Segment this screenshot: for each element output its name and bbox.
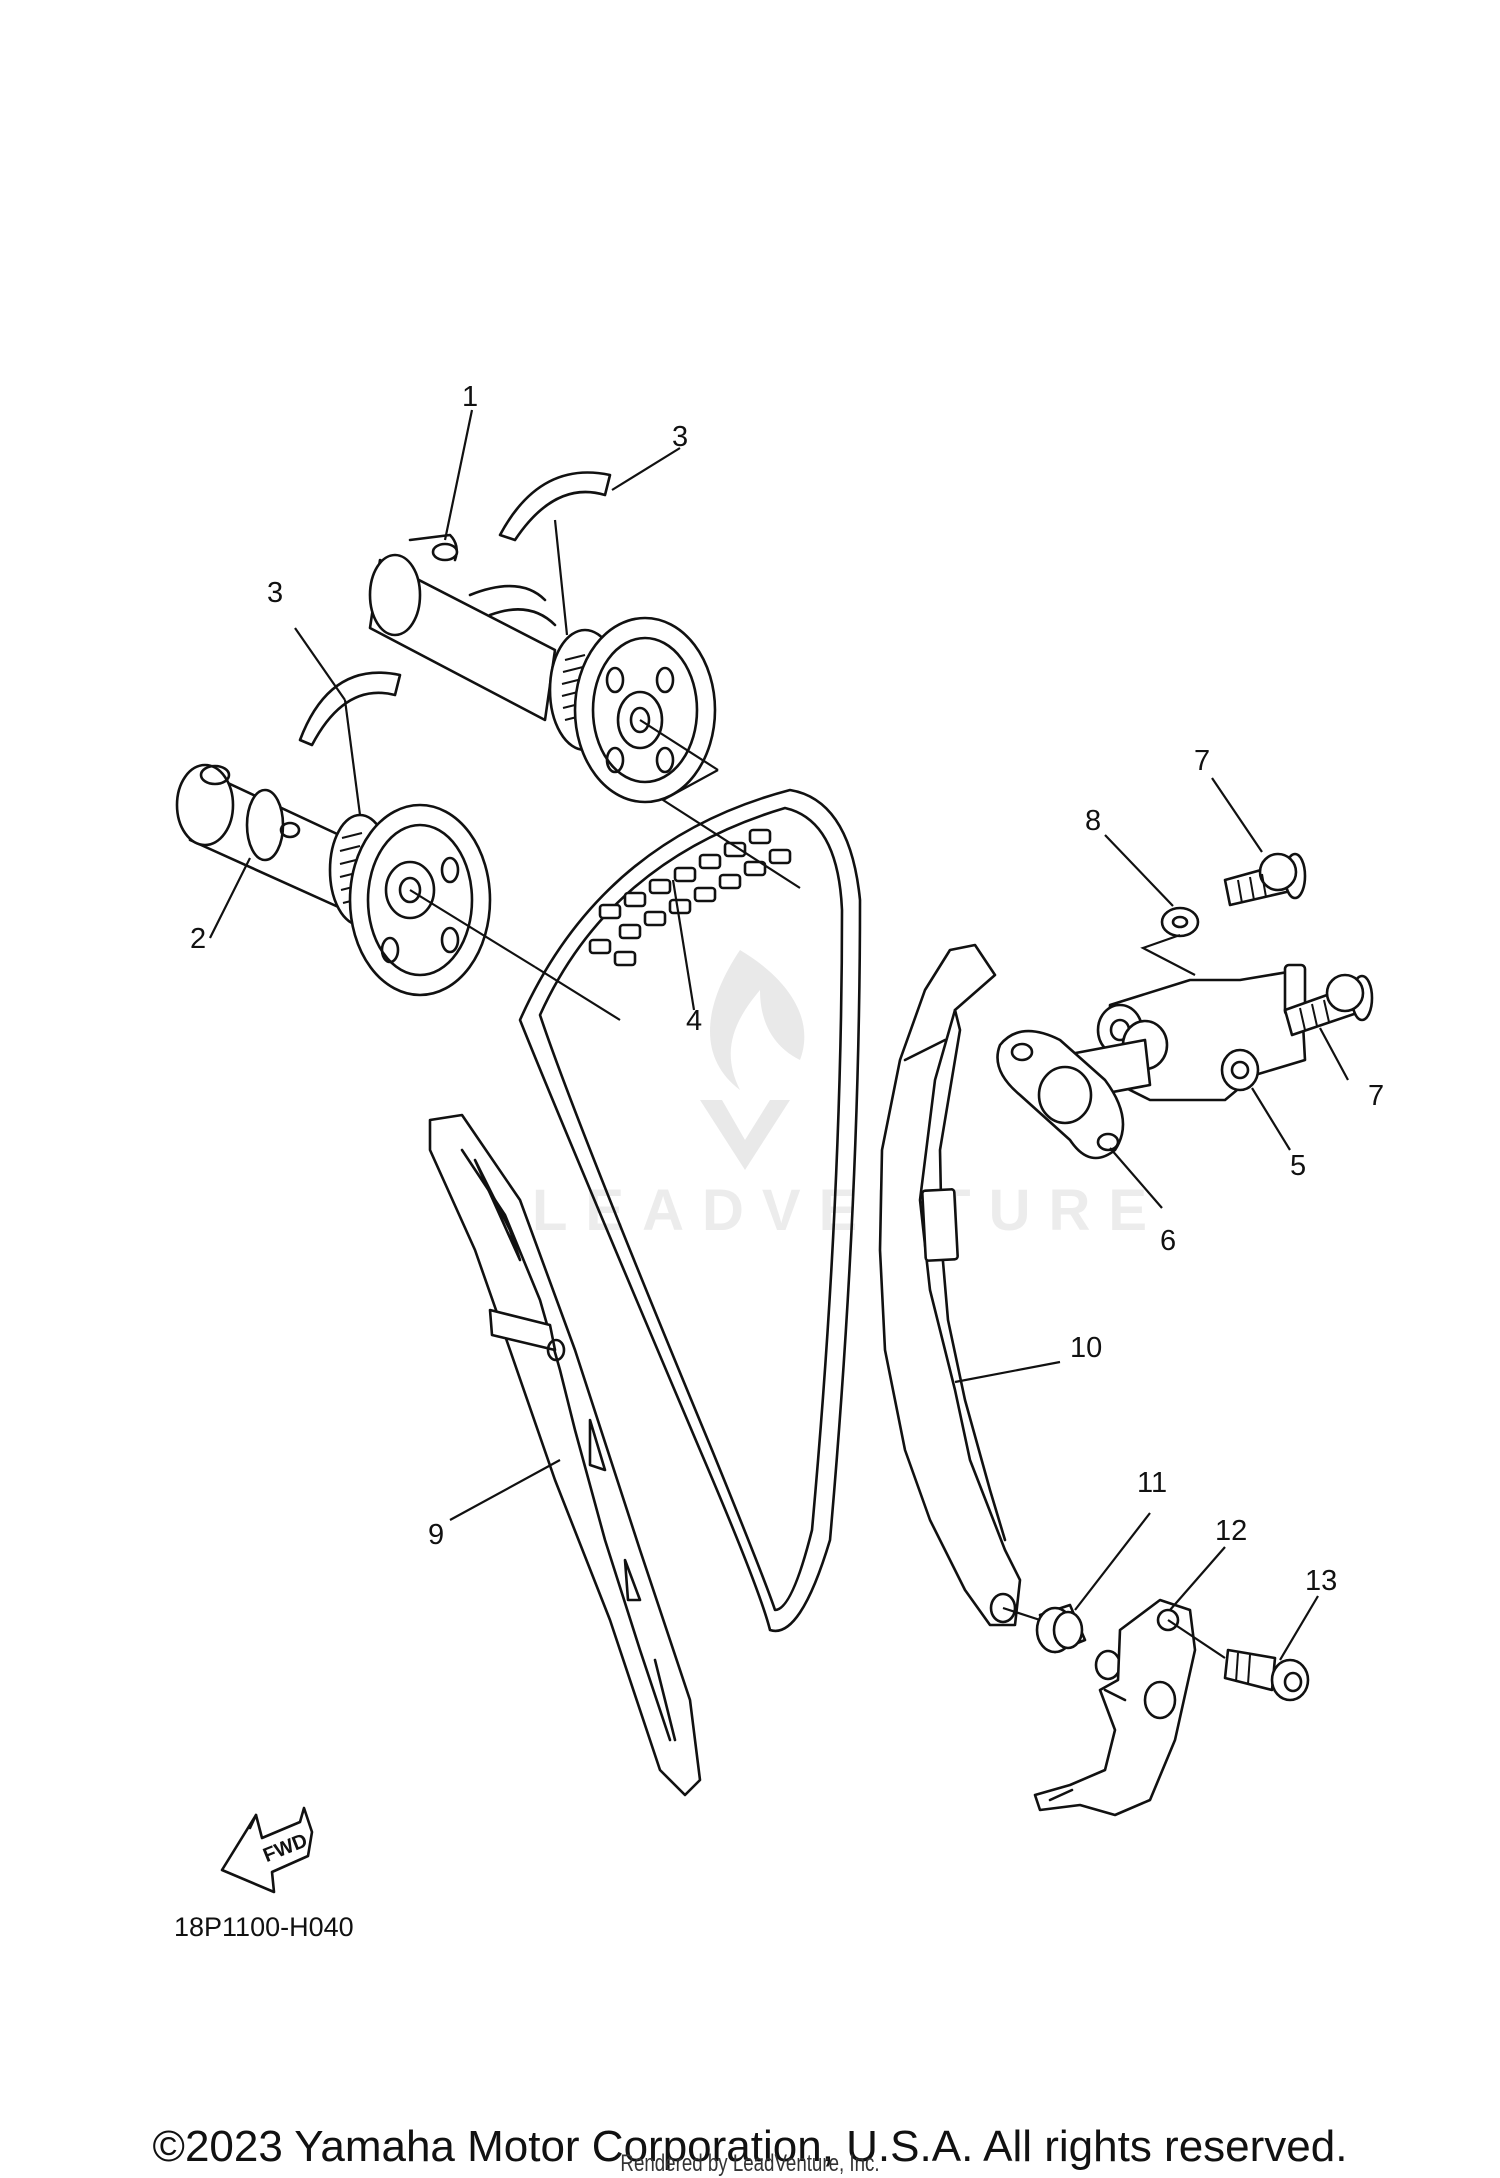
rendered-by-text: Rendered by LeadVenture, Inc. (620, 2150, 880, 2177)
part-3-clip-upper (498, 471, 612, 542)
fwd-arrow-icon: FWD (220, 1806, 314, 1894)
callout-3-upper: 3 (672, 421, 688, 453)
part-1-camshaft-upper (368, 533, 717, 804)
callout-9: 9 (428, 1519, 444, 1551)
callout-3-lower: 3 (267, 577, 283, 609)
callout-7-upper: 7 (1194, 745, 1210, 777)
callout-5: 5 (1290, 1150, 1306, 1182)
callout-2: 2 (190, 923, 206, 955)
leadventure-watermark: LEADVENTURE (532, 950, 1165, 1243)
callout-7-lower: 7 (1368, 1080, 1384, 1112)
callout-6: 6 (1160, 1225, 1176, 1257)
callout-10: 10 (1070, 1332, 1102, 1364)
part-13-bolt (1223, 1648, 1310, 1702)
part-5-tensioner (1050, 963, 1307, 1102)
callout-4: 4 (686, 1005, 702, 1037)
reference-code: 18P1100-H040 (174, 1912, 354, 1942)
copyright-text: ©2023 Yamaha Motor Corporation, U.S.A. A… (152, 2122, 1348, 2171)
part-7-bolt-upper (1223, 852, 1307, 907)
watermark-text: LEADVENTURE (532, 1178, 1165, 1243)
callout-1: 1 (462, 381, 478, 413)
part-7-bolt-lower (1283, 973, 1374, 1037)
part-8-washer (1160, 906, 1200, 938)
callout-13: 13 (1305, 1565, 1337, 1597)
leader-lines (209, 409, 1349, 1661)
part-9-chain-guide (428, 1113, 702, 1797)
part-6-gasket (996, 1029, 1125, 1160)
callout-11: 11 (1137, 1467, 1167, 1499)
part-10-tensioner-guide (878, 943, 1022, 1627)
part-4-cam-chain (518, 788, 862, 1633)
part-3-clip-lower (298, 671, 402, 747)
part-11-collar (1035, 1603, 1122, 1681)
callout-8: 8 (1085, 805, 1101, 837)
part-12-bracket (1033, 1598, 1197, 1817)
part-2-camshaft-lower (175, 763, 492, 997)
callout-12: 12 (1215, 1515, 1247, 1547)
